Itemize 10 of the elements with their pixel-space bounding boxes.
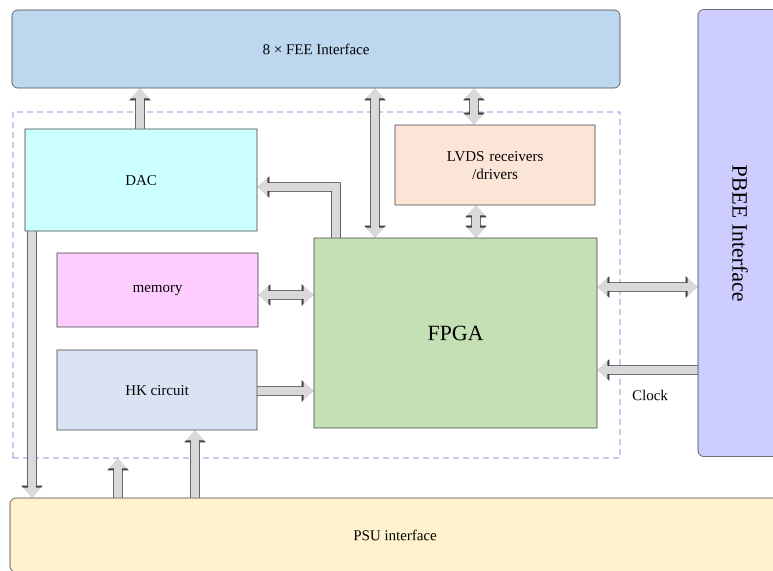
- block-box: memory: [56, 252, 258, 328]
- interface-box: PBEE Interface: [698, 9, 773, 457]
- block-box: HK circuit: [56, 350, 258, 430]
- edge-label: Clock: [631, 388, 669, 402]
- interface-box: 8 × FEE Interface: [12, 10, 620, 88]
- block-box: DAC: [24, 128, 258, 232]
- dashed-group-box: [12, 112, 620, 458]
- interface-box: PSU interface: [10, 498, 773, 571]
- block-box: LVDS receivers /drivers: [394, 124, 596, 206]
- block-box: FPGA: [314, 238, 598, 428]
